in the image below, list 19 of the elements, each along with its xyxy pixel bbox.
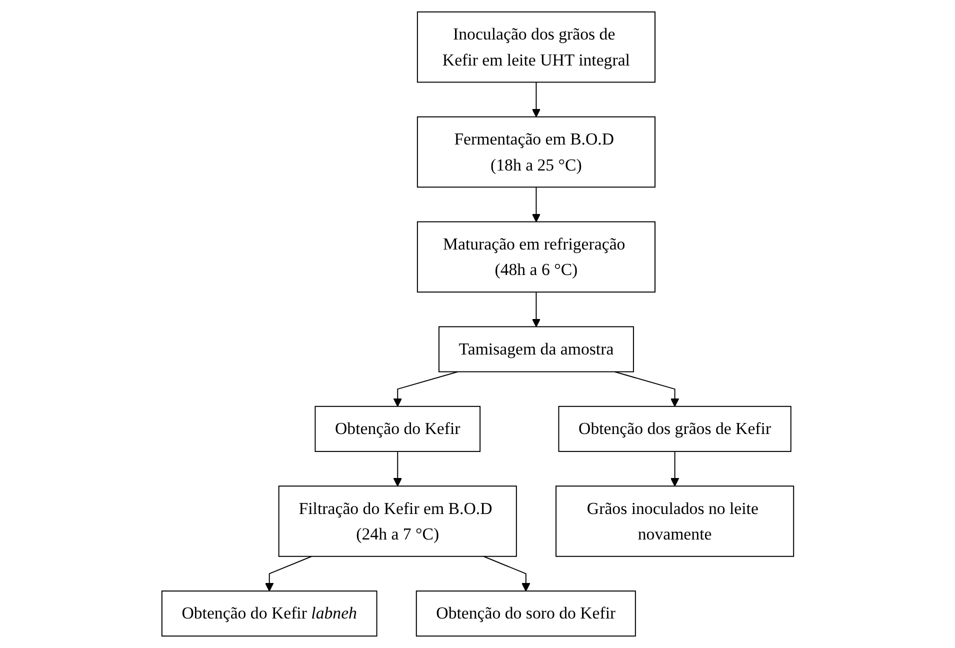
arrow <box>670 450 679 486</box>
arrow <box>393 450 402 486</box>
node-box: Inoculação dos grãos de Kefir em leite UHT integral <box>416 11 656 83</box>
node-box: Grãos inoculados no leite novamente <box>555 486 794 557</box>
node-box: Tamisagem da amostra <box>438 326 634 372</box>
arrow <box>264 556 312 592</box>
node-box: Obtenção do Kefir <box>314 406 480 452</box>
arrow <box>614 371 679 407</box>
node-box: Obtenção do Kefir labneh <box>161 590 377 637</box>
node-box: Filtração do Kefir em B.O.D (24h a 7 °C) <box>278 486 517 557</box>
arrow <box>393 371 458 407</box>
node-box: Obtenção dos grãos de Kefir <box>558 406 792 452</box>
arrow <box>532 186 540 222</box>
arrow <box>532 82 540 118</box>
node-box: Obtenção do soro do Kefir <box>416 590 636 637</box>
arrow <box>532 292 540 328</box>
node-box: Maturação em refrigeração (48h a 6 °C) <box>416 221 656 293</box>
node-box: Fermentação em B.O.D (18h a 25 °C) <box>416 116 656 188</box>
arrow <box>482 556 530 592</box>
